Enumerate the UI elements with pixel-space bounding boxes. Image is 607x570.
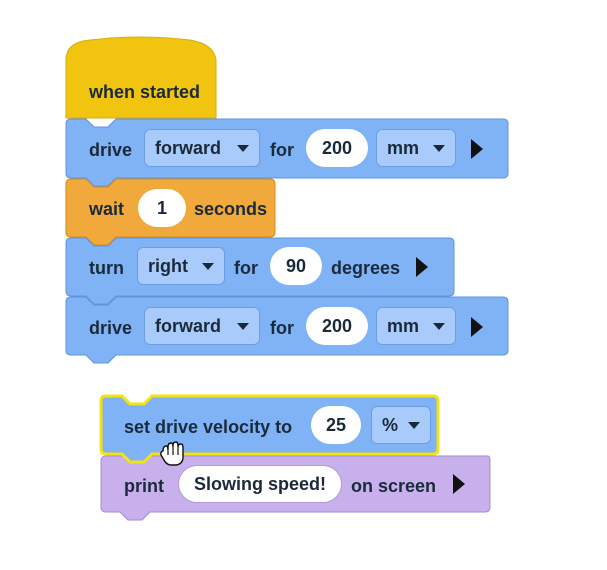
run-step-icon[interactable] bbox=[471, 139, 483, 159]
print-label: print bbox=[124, 476, 164, 496]
seconds-label: seconds bbox=[194, 199, 268, 219]
drive-unit-dropdown[interactable]: mm bbox=[376, 307, 456, 345]
drive-direction-value: forward bbox=[155, 137, 222, 158]
wait-seconds-input[interactable]: 1 bbox=[138, 189, 186, 227]
degrees-label: degrees bbox=[331, 258, 401, 278]
print-text-input[interactable]: Slowing speed! bbox=[178, 465, 342, 503]
chevron-down-icon bbox=[202, 263, 214, 270]
drive-unit-dropdown[interactable]: mm bbox=[376, 129, 456, 167]
run-step-icon[interactable] bbox=[453, 474, 465, 494]
drive-label: drive bbox=[89, 318, 133, 338]
when-started-label[interactable]: when started bbox=[89, 82, 201, 102]
wait-label: wait bbox=[89, 199, 125, 219]
chevron-down-icon bbox=[237, 145, 249, 152]
velocity-unit-dropdown[interactable]: % bbox=[371, 406, 431, 444]
turn-direction-dropdown[interactable]: right bbox=[137, 247, 225, 285]
velocity-unit-value: % bbox=[382, 414, 399, 435]
chevron-down-icon bbox=[237, 323, 249, 330]
chevron-down-icon bbox=[408, 422, 420, 429]
drive-direction-dropdown[interactable]: forward bbox=[144, 129, 260, 167]
run-step-icon[interactable] bbox=[416, 257, 428, 277]
drive-unit-value: mm bbox=[387, 315, 420, 336]
chevron-down-icon bbox=[433, 145, 445, 152]
turn-angle-input[interactable]: 90 bbox=[270, 247, 322, 285]
turn-direction-value: right bbox=[148, 255, 188, 276]
for-label: for bbox=[270, 140, 294, 160]
for-label: for bbox=[270, 318, 294, 338]
turn-label: turn bbox=[89, 258, 124, 278]
when-started-block-shape bbox=[65, 36, 217, 119]
velocity-value-input[interactable]: 25 bbox=[311, 406, 361, 444]
for-label: for bbox=[234, 258, 258, 278]
on-screen-label: on screen bbox=[351, 476, 437, 496]
drive-label: drive bbox=[89, 140, 133, 160]
set-velocity-label: set drive velocity to bbox=[124, 417, 293, 437]
drive-unit-value: mm bbox=[387, 137, 420, 158]
chevron-down-icon bbox=[433, 323, 445, 330]
drive-distance-input[interactable]: 200 bbox=[306, 307, 368, 345]
drive-distance-input[interactable]: 200 bbox=[306, 129, 368, 167]
drive-direction-value: forward bbox=[155, 315, 222, 336]
drive-direction-dropdown[interactable]: forward bbox=[144, 307, 260, 345]
run-step-icon[interactable] bbox=[471, 317, 483, 337]
